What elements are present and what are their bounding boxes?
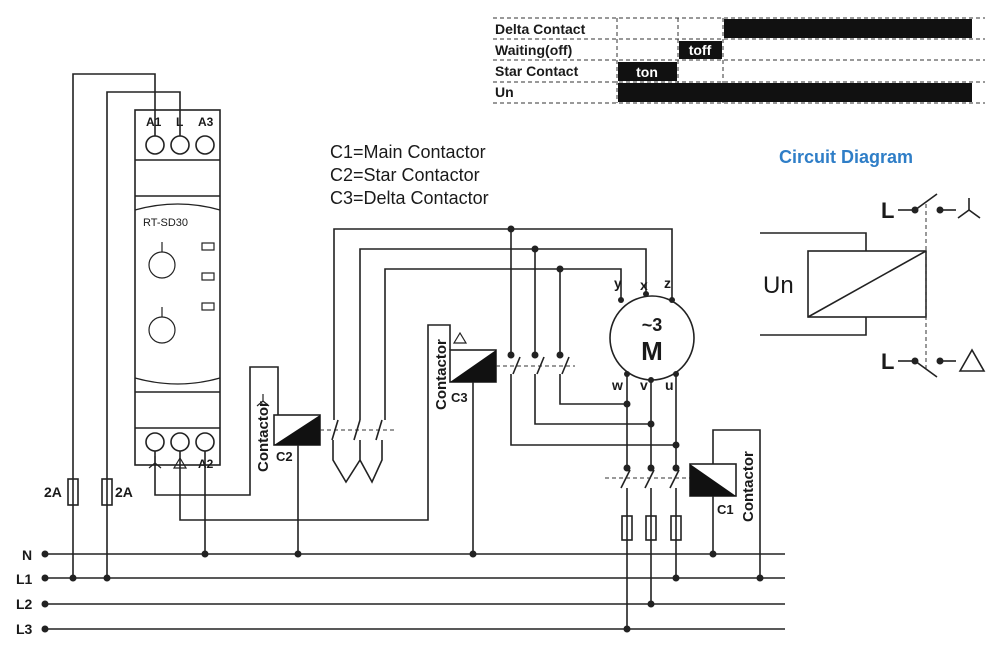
terminal-a1-label: A1	[146, 115, 162, 129]
overload-3	[670, 515, 682, 541]
motor: ~3 M y x z w v u	[609, 275, 695, 393]
circuit-diagram-title: Circuit Diagram	[779, 147, 913, 167]
fuse-right	[101, 478, 113, 506]
legend-c2: C2=Star Contactor	[330, 165, 480, 185]
overload-1	[621, 515, 633, 541]
overload-2	[645, 515, 657, 541]
legend-c1: C1=Main Contactor	[330, 142, 486, 162]
ton-label: ton	[636, 64, 658, 80]
led-indicator-3	[201, 302, 215, 311]
contactor-c3-label: Contactor	[433, 339, 450, 410]
delta-symbol-icon	[958, 348, 986, 372]
relay-model-label: RT-SD30	[143, 217, 188, 229]
contactor-c3-tag: C3	[451, 390, 468, 405]
contactor-c2-tag: C2	[276, 449, 293, 464]
terminal-a3	[195, 135, 215, 155]
motor-terminal-z: z	[664, 275, 671, 291]
terminal-a1	[145, 135, 165, 155]
relay-module: A1 L A3 RT-SD30 A2	[134, 109, 221, 471]
motor-letter: M	[641, 336, 663, 366]
delta-contact-bar	[724, 19, 972, 38]
ton-knob[interactable]	[148, 251, 176, 279]
timing-row-star: Star Contact	[495, 63, 579, 79]
timing-row-un: Un	[495, 84, 514, 100]
toff-knob[interactable]	[148, 316, 176, 344]
motor-terminal-v: v	[640, 377, 648, 393]
un-label: Un	[763, 272, 794, 299]
line-l2-label: L2	[16, 596, 33, 612]
terminal-a3-label: A3	[198, 115, 214, 129]
fuse-right-label: 2A	[115, 484, 133, 500]
contactor-c1-label: Contactor	[740, 451, 757, 522]
fuse-left	[67, 478, 79, 506]
fuse-left-label: 2A	[44, 484, 62, 500]
waiting-off-bar	[679, 41, 722, 59]
contactor-c2-label: Contactor	[255, 401, 272, 472]
supply-lines: N L1 L2 L3	[16, 547, 785, 637]
terminal-l	[170, 135, 190, 155]
line-l3-label: L3	[16, 621, 33, 637]
line-l1-label: L1	[16, 571, 33, 587]
toff-label: toff	[689, 42, 712, 58]
contactor-c1: Contactor C1	[605, 429, 764, 582]
timing-diagram: Delta Contact Waiting(off) Star Contact …	[493, 17, 985, 104]
terminal-a2-label: A2	[198, 457, 214, 471]
terminal-a2	[195, 432, 215, 452]
un-bar	[618, 83, 972, 102]
motor-terminal-x: x	[640, 277, 648, 293]
terminal-star	[145, 432, 165, 452]
star-symbol-icon	[957, 198, 981, 219]
contactor-c2: Contactor C2	[255, 401, 395, 558]
l-top-label: L	[881, 198, 894, 223]
l-bottom-label: L	[881, 349, 894, 374]
contactor-c3: Contactor C3	[433, 229, 575, 558]
contactor-c1-tag: C1	[717, 502, 734, 517]
legend-c3: C3=Delta Contactor	[330, 188, 489, 208]
led-indicator-2	[201, 272, 215, 281]
c2-star-mark-icon	[256, 394, 270, 407]
timing-row-waiting: Waiting(off)	[495, 42, 572, 58]
c3-delta-mark-icon	[452, 331, 468, 344]
motor-terminal-u: u	[665, 377, 674, 393]
star-contact-bar	[618, 62, 677, 81]
motor-phase-label: ~3	[642, 315, 663, 335]
line-n-label: N	[22, 547, 32, 563]
timing-row-delta: Delta Contact	[495, 21, 586, 37]
motor-terminal-w: w	[611, 377, 623, 393]
terminal-delta	[170, 432, 190, 452]
circuit-diagram: Circuit Diagram Un L L	[760, 147, 986, 378]
led-indicator-1	[201, 242, 215, 251]
motor-terminal-y: y	[614, 275, 622, 291]
